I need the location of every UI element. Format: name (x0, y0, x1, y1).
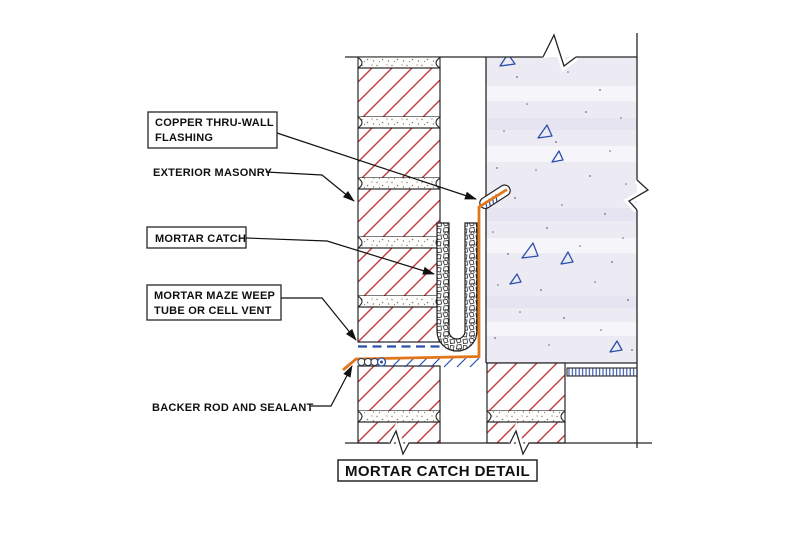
top-boundary (345, 25, 637, 72)
aggregate-triangles (499, 57, 623, 353)
label-mortar-maze-line2: TUBE OR CELL VENT (154, 305, 272, 317)
leader-backer-rod (311, 365, 353, 407)
concrete-backup-wall (485, 57, 637, 364)
mortar-catch-mesh (436, 222, 478, 352)
blue-hatched-ledge (566, 367, 638, 377)
label-exterior-masonry: EXTERIOR MASONRY (153, 167, 273, 179)
top-break-symbol (542, 33, 577, 68)
label-mortar-maze-line1: MORTAR MAZE WEEP (154, 290, 275, 302)
leader-mortar-catch (245, 237, 435, 275)
bottom-break-symbol-right (509, 429, 530, 456)
annotations: COPPER THRU-WALL FLASHING EXTERIOR MASON… (146, 111, 314, 414)
exterior-masonry-wall (357, 56, 441, 444)
label-box-copper-flashing (147, 111, 278, 149)
copper-flashing (342, 188, 508, 372)
leader-exterior-masonry (265, 171, 355, 202)
label-box-mortar-maze (146, 284, 282, 321)
label-backer-rod: BACKER ROD AND SEALANT (152, 402, 314, 414)
detail-title: MORTAR CATCH DETAIL (345, 463, 530, 480)
right-break-symbol (627, 179, 650, 211)
right-boundary (623, 33, 654, 448)
title-box (337, 459, 538, 482)
concrete-texture (486, 57, 637, 353)
label-box-mortar-catch (146, 226, 247, 249)
bottom-break-symbol-left (389, 429, 410, 456)
label-copper-flashing-line2: FLASHING (155, 132, 213, 144)
backer-rod-coil (357, 357, 387, 367)
leader-mortar-maze (281, 297, 357, 341)
foundation-masonry (486, 362, 638, 444)
bottom-boundary (345, 421, 652, 463)
mortar-joint-pinches (357, 56, 441, 424)
leader-lines (245, 132, 477, 407)
label-mortar-catch: MORTAR CATCH (155, 233, 246, 245)
label-copper-flashing-line1: COPPER THRU-WALL (155, 117, 274, 129)
title-block: MORTAR CATCH DETAIL (337, 459, 538, 482)
leader-copper-flashing (276, 132, 477, 200)
concrete-speckles (492, 71, 633, 351)
